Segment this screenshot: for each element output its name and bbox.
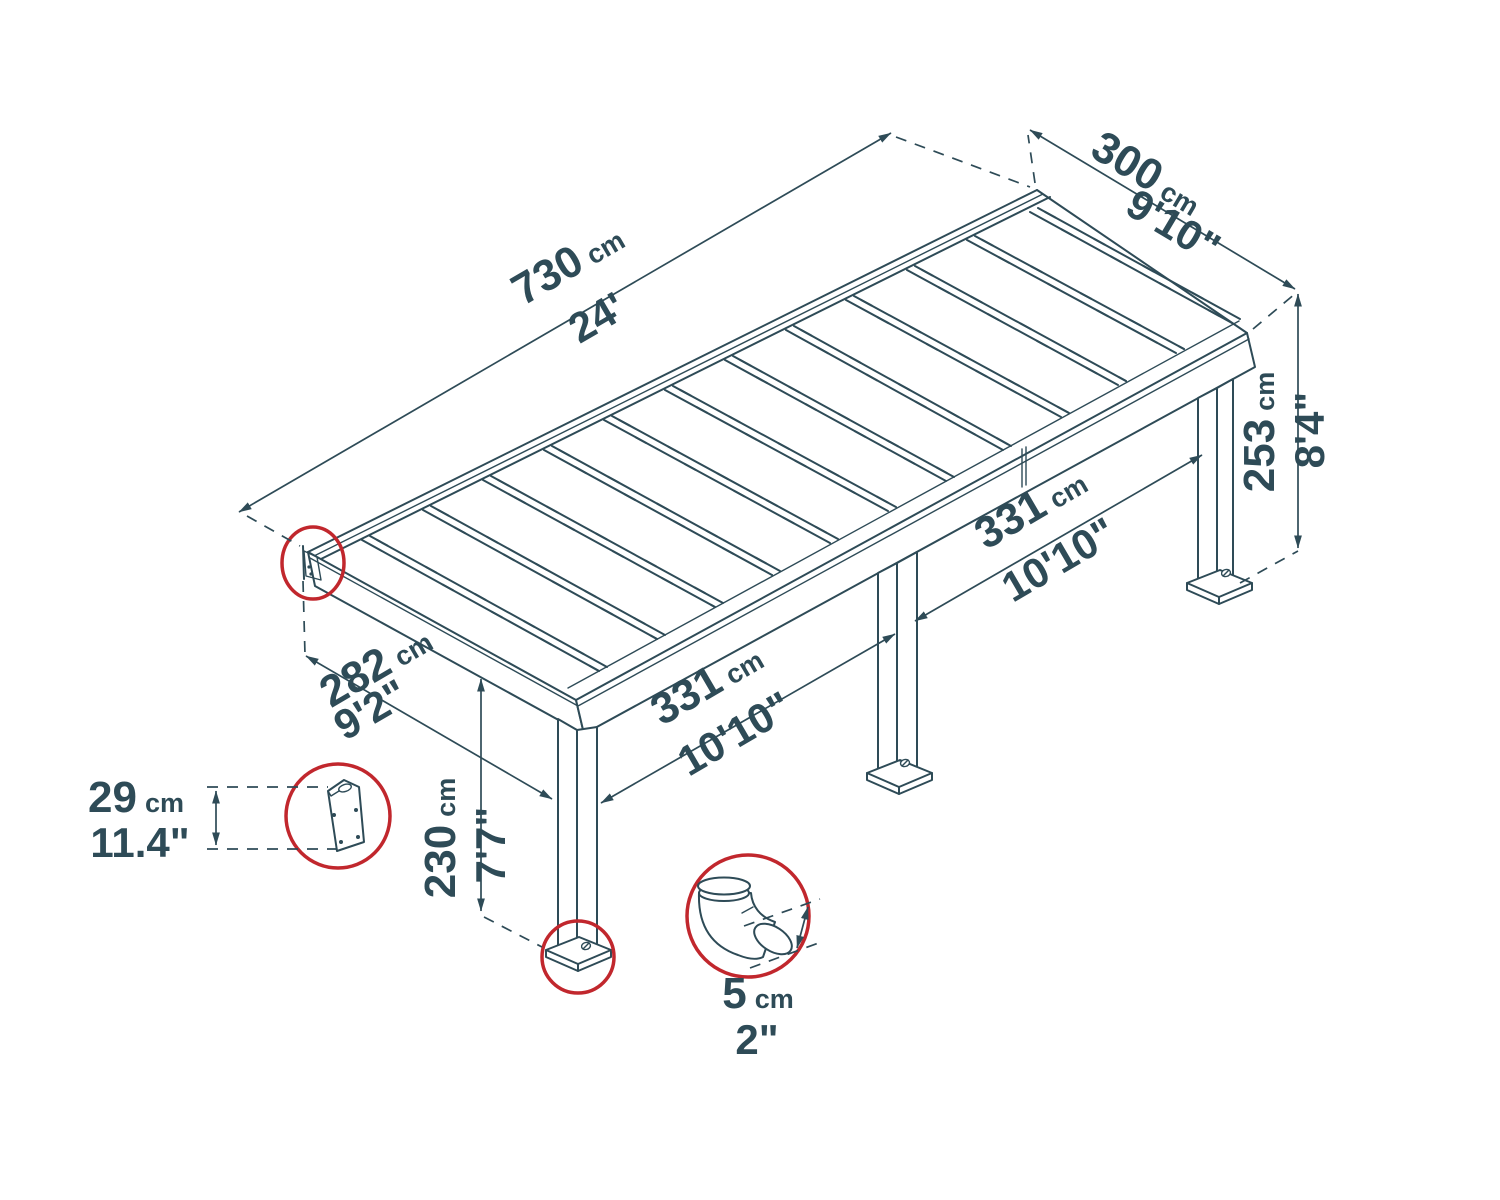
detail-circle-drain-elbow	[685, 853, 811, 979]
dim-wall-bracket-imperial: 11.4"	[90, 819, 189, 866]
dim-drain-pipe-imperial: 2"	[735, 1016, 778, 1063]
dim-length-imperial: 24'	[560, 283, 633, 352]
dim-rear-height-metric: 253cm	[1235, 372, 1284, 492]
dim-length: 730cm 24'	[238, 132, 892, 513]
base-plate	[866, 759, 933, 788]
dim-rear-height-imperial: 8'4"	[1286, 392, 1333, 469]
base-plate	[1186, 569, 1253, 598]
drain-elbow-icon	[697, 876, 793, 960]
post-front-right	[1186, 378, 1253, 605]
dim-rear-height: 253cm 8'4"	[1235, 293, 1333, 549]
dim-post-height-imperial: 7'7"	[467, 807, 514, 884]
dim-post-height: 230cm 7'7"	[416, 678, 514, 912]
post-front-left	[545, 718, 612, 972]
gutter-corner-detail	[302, 545, 322, 581]
front-beam-inner-edge	[567, 320, 1240, 689]
detail-circle-gutter-corner	[280, 525, 346, 601]
dim-side-depth: 282cm 9'2"	[305, 627, 553, 800]
dim-post-height-metric: 230cm	[416, 778, 465, 898]
wall-bracket-icon	[327, 779, 365, 852]
post-front-middle	[866, 551, 933, 795]
dim-bay-front: 331cm 10'10"	[600, 633, 896, 804]
base-plate	[545, 936, 612, 965]
detail-circle-post-base	[540, 919, 616, 995]
dim-depth: 300cm 9'10"	[1029, 122, 1296, 290]
dim-bay-right: 331cm 10'10"	[914, 454, 1203, 622]
